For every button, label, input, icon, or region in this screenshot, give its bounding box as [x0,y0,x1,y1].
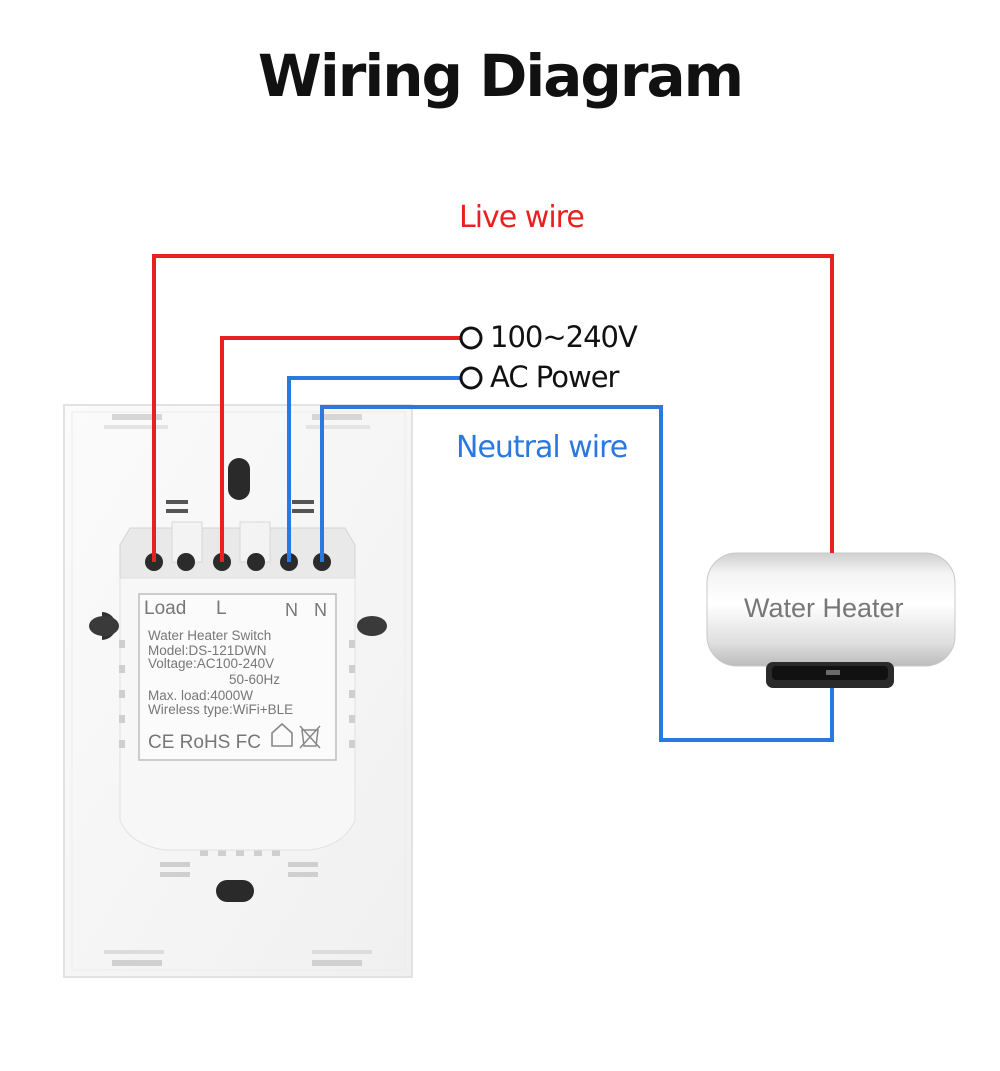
heater-label: Water Heater [744,593,904,623]
neutral-wire-path [287,376,834,742]
switch-label-panel: Load L N N Water Heater Switch Model:DS-… [119,577,356,851]
live-wire-label: Live wire [459,200,585,235]
ac-power-label: AC Power [490,360,619,394]
info-line-2: Model:DS-121DWN [148,643,267,658]
house-icon [271,722,293,747]
terminal-label-l: L [216,598,227,619]
info-line-3: Voltage:AC100-240V [148,656,274,671]
live-wire-path [152,254,834,562]
voltage-label: 100~240V [490,320,638,354]
neutral-wire-label: Neutral wire [456,430,628,465]
wee-bin-icon [299,725,321,749]
water-heater: Water Heater [706,552,956,688]
power-terminal-neutral [459,366,483,390]
info-line-4: 50-60Hz [229,672,280,687]
certification-marks: CE RoHS FC [148,732,261,753]
terminal-label-n1: N [285,600,298,620]
info-line-5: Max. load:4000W [148,688,253,703]
terminal-label-n2: N [314,600,327,620]
info-line-1: Water Heater Switch [148,628,271,643]
page-title: Wiring Diagram [257,42,744,110]
power-terminal-live [459,326,483,350]
info-line-6: Wireless type:WiFi+BLE [148,702,293,717]
terminal-label-load: Load [144,598,186,619]
